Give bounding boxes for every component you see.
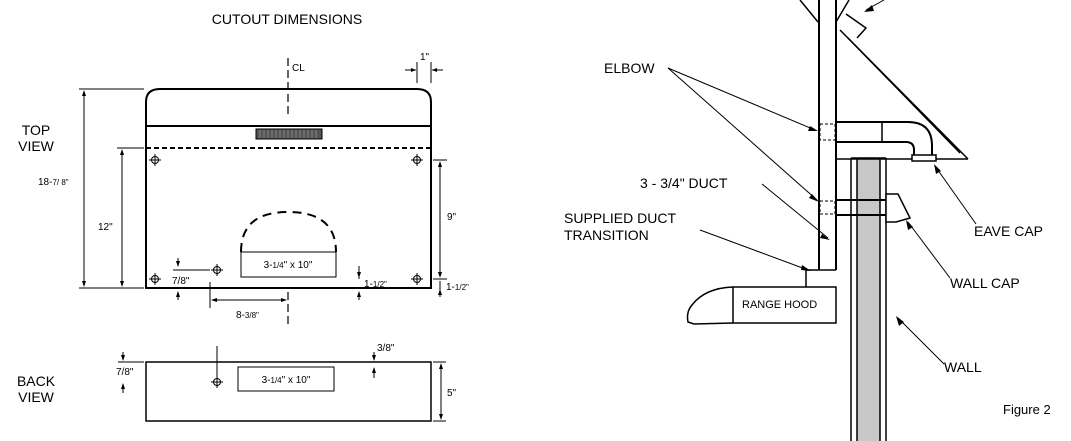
- duct-leader: [761, 183, 829, 239]
- dim-8-arrowhead-right: [281, 298, 287, 302]
- dim-12-arrowhead-bottom: [120, 281, 124, 287]
- roof-line-left: [799, 0, 819, 23]
- roof-cap-hook: [845, 13, 868, 39]
- dim-12-arrowhead-top: [120, 149, 124, 155]
- top-view-label-line1: TOP: [22, 122, 51, 138]
- vent-slats: [259, 130, 317, 138]
- roof-cap-left: [835, 0, 850, 23]
- range-hood-front: [686, 286, 734, 325]
- mounting-hole-center: [211, 264, 223, 276]
- dim-12-label: 12": [98, 222, 113, 233]
- mounting-hole-top-left: [149, 154, 161, 166]
- eave-cap-part: [911, 154, 937, 162]
- dim-7-8-top-label: 7/8": [172, 276, 190, 287]
- dim-3-8-arrowhead-b: [372, 367, 376, 373]
- supplied-duct-leader: [699, 229, 809, 271]
- wall-cap-leader: [907, 221, 951, 279]
- top-view-label-line2: VIEW: [18, 138, 55, 154]
- wall-arrowhead: [896, 316, 904, 326]
- duct-label: 3 - 3/4" DUCT: [640, 175, 728, 191]
- elbow-duct-outer: [836, 121, 933, 158]
- wall-leader: [897, 317, 945, 365]
- dim-7-8-back-arrowhead-a: [121, 355, 125, 361]
- dim-9-arrowhead-top: [438, 161, 442, 167]
- dim-1-5-right-label: 1-1/2": [446, 282, 469, 293]
- dim-18-arrowhead-top: [82, 90, 86, 96]
- dim-9-arrowhead-bottom: [438, 272, 442, 278]
- mounting-hole-bottom-left: [149, 273, 161, 285]
- range-hood-label: RANGE HOOD: [742, 299, 817, 311]
- center-line-label: CL: [292, 63, 305, 74]
- dim-8-arrowhead-left: [211, 298, 217, 302]
- supplied-duct-label-line2: TRANSITION: [564, 227, 649, 243]
- top-view-outline: [145, 88, 432, 289]
- elbow-leader-1: [667, 67, 816, 131]
- round-knockout-dashed: [240, 210, 337, 253]
- wall-cap-part: [885, 193, 912, 223]
- roof-slope-inner: [847, 37, 961, 154]
- dim-1-5-mid-arrowhead-top: [357, 272, 361, 278]
- wall-label: WALL: [944, 359, 982, 375]
- dim-5-label: 5": [447, 388, 457, 399]
- dim-7-8-top-arrowhead-b: [176, 291, 180, 297]
- back-view-outline: [145, 361, 432, 422]
- eave-cap-arrowhead: [934, 164, 941, 174]
- elbow-arrowhead-2: [809, 194, 819, 202]
- elbow-arrowhead-1: [808, 126, 818, 131]
- eave-cap-leader: [934, 165, 977, 225]
- eave-cap-label: EAVE CAP: [974, 223, 1043, 239]
- roof-arrowhead: [864, 5, 874, 12]
- dim-7-8-top-arrowhead-a: [176, 261, 180, 267]
- mounting-hole-back: [211, 376, 223, 388]
- duct-cutout-rect-top: [240, 251, 337, 278]
- dim-1in-arrowhead-right: [432, 68, 437, 72]
- range-hood-body: [732, 286, 837, 324]
- dim-1-5-right-arrowhead: [438, 289, 442, 295]
- dim-5-arrowhead-bottom: [439, 414, 443, 420]
- figure-label: Figure 2: [1003, 402, 1051, 417]
- wall-cap-label: WALL CAP: [950, 275, 1020, 291]
- back-view-label-line1: BACK: [17, 373, 56, 389]
- wall-cap-arrowhead: [906, 220, 913, 230]
- dim-18-label: 18-7/ 8": [38, 177, 69, 188]
- dim-8-label: 8-3/8": [236, 310, 259, 321]
- back-view-label-line2: VIEW: [18, 389, 55, 405]
- mounting-hole-top-right: [411, 154, 423, 166]
- dim-1in-arrowhead-left: [411, 68, 416, 72]
- duct-arrowhead: [820, 234, 830, 240]
- wall-fill: [857, 158, 880, 441]
- dim-9-label: 9": [447, 212, 457, 223]
- duct-cutout-label-top: 3-1/4" x 10": [264, 260, 313, 271]
- dim-1in-label: 1": [420, 52, 430, 63]
- mounting-hole-bottom-right: [411, 273, 423, 285]
- dim-7-8-back-arrowhead-b: [121, 383, 125, 389]
- dim-1-5-mid-arrowhead-bottom: [357, 291, 361, 297]
- duct-cutout-rect-back: [237, 366, 335, 392]
- dim-3-8-label: 3/8": [377, 343, 395, 354]
- dim-1-5-mid-label: 1-1/2": [364, 279, 387, 290]
- dim-7-8-back-label: 7/8": [116, 367, 134, 378]
- elbow-label: ELBOW: [604, 60, 655, 76]
- lower-dashed-joint: [819, 200, 836, 215]
- cutout-title: CUTOUT DIMENSIONS: [212, 11, 362, 27]
- dim-3-8-arrowhead-a: [372, 355, 376, 361]
- duct-cutout-label-back: 3-1/4" x 10": [262, 375, 311, 386]
- supplied-duct-label-line1: SUPPLIED DUCT: [564, 210, 676, 226]
- elbow-dashed-joint: [819, 123, 836, 141]
- elbow-leader-2: [667, 67, 818, 201]
- top-view-vent-grille: [255, 128, 323, 140]
- dim-18-arrowhead-bottom: [82, 281, 86, 287]
- elbow-duct-inner: [836, 141, 915, 158]
- dim-5-arrowhead-top: [439, 363, 443, 369]
- supplied-duct-arrowhead: [801, 265, 811, 271]
